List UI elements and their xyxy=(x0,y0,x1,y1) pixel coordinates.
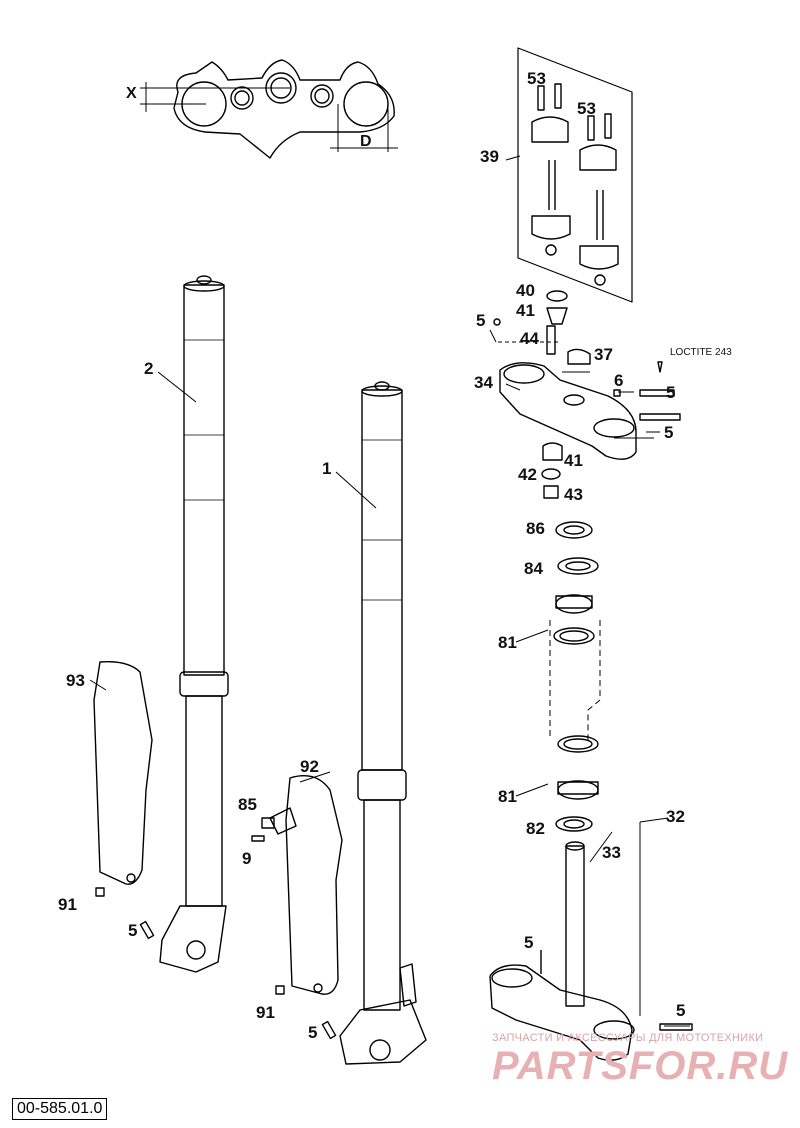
callout-81-lower: 81 xyxy=(498,787,517,806)
callout-91-right: 91 xyxy=(256,1003,275,1022)
callout-5-upper-left: 5 xyxy=(476,311,486,330)
callout-43: 43 xyxy=(564,485,583,504)
callout-41-lower: 41 xyxy=(564,451,583,470)
callout-85: 85 xyxy=(238,795,257,814)
watermark-logo: PARTSFOR.RU xyxy=(492,1044,789,1088)
fork-guard-92 xyxy=(269,775,343,995)
callout-41-upper: 41 xyxy=(516,301,535,320)
stem-hardware xyxy=(493,290,681,499)
callout-5-clamp-right: 5 xyxy=(664,423,674,442)
leader-lines xyxy=(89,329,690,1027)
fork-leg-2 xyxy=(159,275,229,973)
callout-86: 86 xyxy=(526,519,545,538)
callout-91-left: 91 xyxy=(58,895,77,914)
callout-32: 32 xyxy=(666,807,685,826)
callout-6: 6 xyxy=(614,371,624,390)
callout-92: 92 xyxy=(300,757,319,776)
callout-5-upper-right: 5 xyxy=(666,383,676,402)
callout-2: 2 xyxy=(144,359,154,378)
dimension-d-label: D xyxy=(360,133,372,150)
watermark-tagline: ЗАПЧАСТИ И АКСЕССУАРЫ ДЛЯ МОТОТЕХНИКИ xyxy=(492,1032,764,1044)
callout-9: 9 xyxy=(242,849,252,868)
callout-82: 82 xyxy=(526,819,545,838)
callout-34: 34 xyxy=(474,373,493,392)
callout-84: 84 xyxy=(524,559,543,578)
triple-clamp-sketch xyxy=(140,59,398,159)
callout-33: 33 xyxy=(602,843,621,862)
callout-5-lower-stem: 5 xyxy=(524,933,534,952)
callout-5-lower-right: 5 xyxy=(676,1001,686,1020)
callout-37: 37 xyxy=(594,345,613,364)
callout-42: 42 xyxy=(518,465,537,484)
callout-81-upper: 81 xyxy=(498,633,517,652)
handlebar-clamp-kit xyxy=(505,47,633,303)
upper-triple-clamp xyxy=(499,362,637,460)
callout-5-right-leg: 5 xyxy=(308,1023,318,1042)
callout-93: 93 xyxy=(66,671,85,690)
callout-44: 44 xyxy=(520,329,539,348)
fork-guard-93 xyxy=(93,661,153,885)
steering-bearings xyxy=(549,521,601,832)
dimension-x-label: X xyxy=(126,85,137,102)
fasteners xyxy=(95,817,337,1040)
loctite-note: LOCTITE 243 xyxy=(670,347,732,358)
fork-leg-1 xyxy=(339,381,427,1065)
lower-triple-clamp xyxy=(489,841,693,1061)
callout-39: 39 xyxy=(480,147,499,166)
callout-5-left-leg: 5 xyxy=(128,921,138,940)
callout-53-left: 53 xyxy=(527,69,546,88)
callout-1: 1 xyxy=(322,459,332,478)
callout-40: 40 xyxy=(516,281,535,300)
diagram-code: 00-585.01.0 xyxy=(12,1098,108,1120)
callout-53-right: 53 xyxy=(577,99,596,118)
